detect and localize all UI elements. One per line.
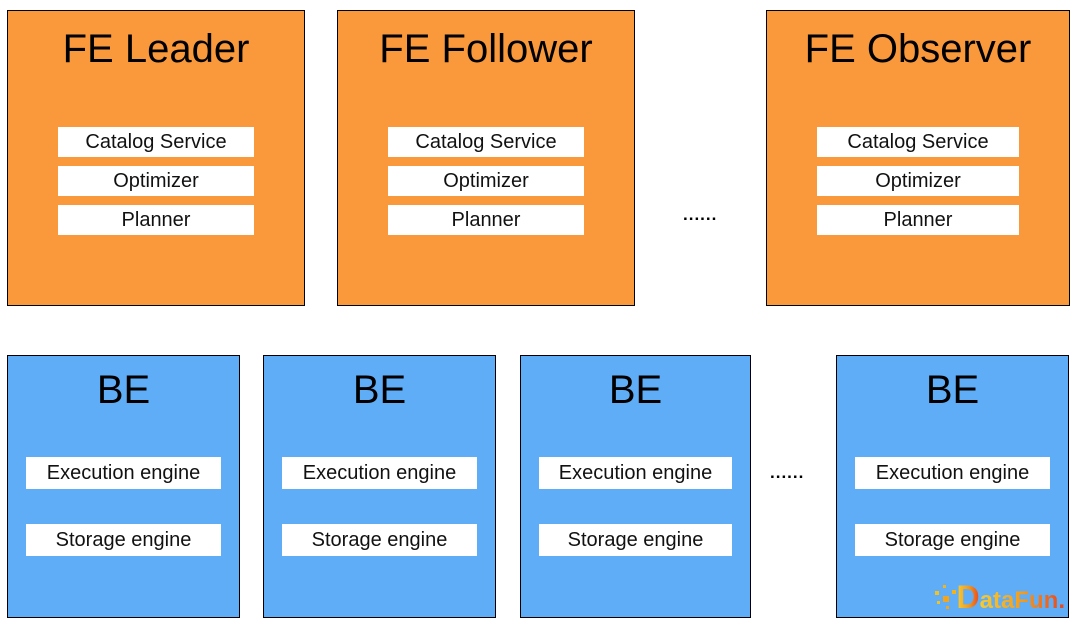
catalog-service-box: Catalog Service bbox=[388, 127, 584, 157]
fe-observer-title: FE Observer bbox=[804, 27, 1032, 71]
be-components: Execution engine Storage engine bbox=[539, 457, 732, 556]
be-node-4: BE Execution engine Storage engine D ata… bbox=[836, 355, 1069, 618]
be-components: Execution engine Storage engine bbox=[855, 457, 1050, 556]
logo-sparkle-icon bbox=[942, 596, 949, 602]
optimizer-box: Optimizer bbox=[58, 166, 254, 196]
be-title: BE bbox=[925, 368, 980, 412]
be-components: Execution engine Storage engine bbox=[26, 457, 221, 556]
catalog-service-box: Catalog Service bbox=[817, 127, 1019, 157]
be-node-1: BE Execution engine Storage engine bbox=[7, 355, 240, 618]
fe-follower-components: Catalog Service Optimizer Planner bbox=[388, 127, 584, 235]
logo-sparkle-icon bbox=[934, 591, 939, 595]
be-components: Execution engine Storage engine bbox=[282, 457, 477, 556]
be-title: BE bbox=[352, 368, 407, 412]
execution-engine-box: Execution engine bbox=[282, 457, 477, 489]
optimizer-box: Optimizer bbox=[388, 166, 584, 196]
planner-box: Planner bbox=[58, 205, 254, 235]
logo-text-rest: ataFun. bbox=[979, 587, 1065, 614]
fe-observer-components: Catalog Service Optimizer Planner bbox=[817, 127, 1019, 235]
logo-sparkle-icon bbox=[936, 601, 940, 604]
storage-engine-box: Storage engine bbox=[539, 524, 732, 556]
planner-box: Planner bbox=[817, 205, 1019, 235]
fe-row-ellipsis: ...... bbox=[683, 205, 718, 224]
be-title: BE bbox=[608, 368, 663, 412]
be-row-ellipsis: ...... bbox=[770, 463, 805, 482]
be-node-2: BE Execution engine Storage engine bbox=[263, 355, 496, 618]
fe-leader-node: FE Leader Catalog Service Optimizer Plan… bbox=[7, 10, 305, 306]
storage-engine-box: Storage engine bbox=[855, 524, 1050, 556]
logo-text-d: D bbox=[956, 579, 980, 615]
logo-sparkle-icon bbox=[951, 590, 956, 594]
fe-leader-title: FE Leader bbox=[62, 27, 250, 71]
storage-engine-box: Storage engine bbox=[26, 524, 221, 556]
logo-sparkle-icon bbox=[945, 606, 949, 609]
fe-observer-node: FE Observer Catalog Service Optimizer Pl… bbox=[766, 10, 1070, 306]
execution-engine-box: Execution engine bbox=[855, 457, 1050, 489]
execution-engine-box: Execution engine bbox=[539, 457, 732, 489]
planner-box: Planner bbox=[388, 205, 584, 235]
fe-follower-title: FE Follower bbox=[379, 27, 593, 71]
be-node-3: BE Execution engine Storage engine bbox=[520, 355, 751, 618]
fe-leader-components: Catalog Service Optimizer Planner bbox=[58, 127, 254, 235]
execution-engine-box: Execution engine bbox=[26, 457, 221, 489]
fe-follower-node: FE Follower Catalog Service Optimizer Pl… bbox=[337, 10, 635, 306]
datafun-logo: D ataFun. bbox=[931, 579, 1065, 613]
storage-engine-box: Storage engine bbox=[282, 524, 477, 556]
logo-sparkle-icon bbox=[942, 585, 946, 588]
optimizer-box: Optimizer bbox=[817, 166, 1019, 196]
catalog-service-box: Catalog Service bbox=[58, 127, 254, 157]
be-title: BE bbox=[96, 368, 151, 412]
